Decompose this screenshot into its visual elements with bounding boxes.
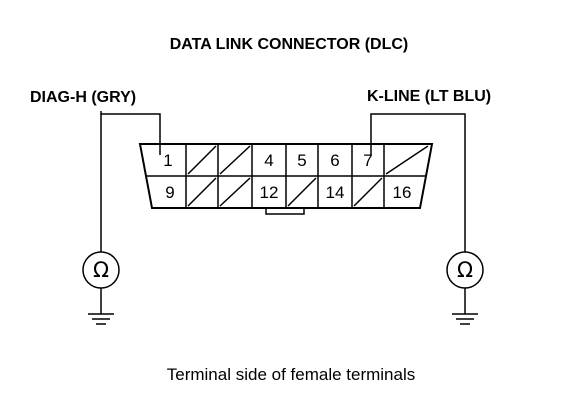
unused-terminal-hatch [187, 145, 217, 175]
diagram-caption: Terminal side of female terminals [167, 365, 415, 384]
ohm-symbol: Ω [457, 258, 473, 282]
unused-terminal-hatch [187, 177, 217, 207]
top-row-pin-labels: 1 4 5 6 7 [163, 151, 372, 170]
ohm-symbol: Ω [93, 258, 109, 282]
connector-outline [138, 143, 434, 209]
left-probe-circuit: Ω [82, 111, 161, 325]
unused-terminal-hatch [287, 177, 317, 207]
pin-label: 6 [330, 151, 339, 170]
pin-label: 14 [326, 183, 345, 202]
unused-terminal-hatch [219, 145, 251, 175]
pin-label: 7 [363, 151, 372, 170]
pin-label: 4 [264, 151, 273, 170]
right-probe-label: K-LINE (LT BLU) [367, 88, 491, 105]
pin-label: 1 [163, 151, 172, 170]
unused-terminal-hatches [187, 145, 429, 207]
ground-icon [88, 313, 114, 325]
top-row-dividers [185, 144, 385, 176]
pin-label: 12 [260, 183, 279, 202]
unused-terminal-hatch [219, 177, 251, 207]
left-probe-label: DIAG-H (GRY) [30, 89, 136, 106]
bottom-row-dividers [185, 176, 385, 208]
diagram-title: DATA LINK CONNECTOR (DLC) [170, 36, 409, 53]
ground-icon [452, 313, 478, 325]
bottom-row-pin-labels: 9 12 14 16 [165, 183, 411, 202]
unused-terminal-hatch [385, 145, 429, 175]
pin-label: 9 [165, 183, 174, 202]
pin-label: 16 [393, 183, 412, 202]
right-lead-wire [370, 113, 466, 252]
left-lead-top [100, 111, 161, 155]
right-probe-circuit: Ω [370, 113, 484, 325]
pin-label: 5 [297, 151, 306, 170]
connector-key-tab [265, 208, 305, 215]
unused-terminal-hatch [353, 177, 383, 207]
